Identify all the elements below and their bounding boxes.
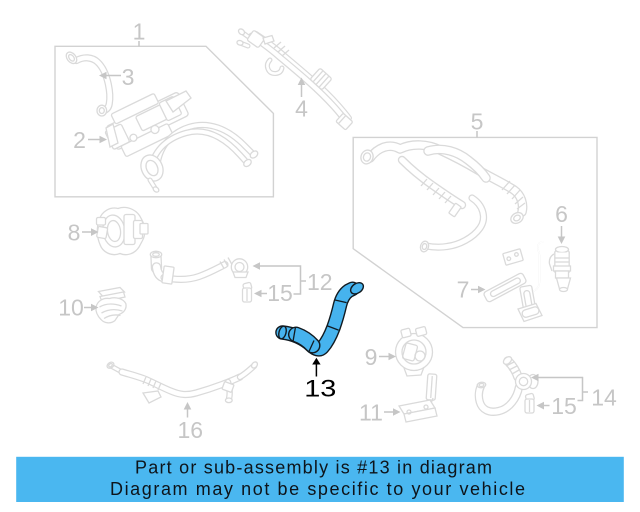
svg-text:14: 14 (591, 385, 617, 411)
svg-text:9: 9 (365, 344, 378, 370)
svg-text:Diagram may not be specific to: Diagram may not be specific to your vehi… (110, 479, 525, 499)
svg-text:1: 1 (133, 19, 146, 45)
svg-text:3: 3 (122, 64, 135, 90)
svg-text:11: 11 (359, 400, 383, 426)
svg-text:6: 6 (555, 201, 568, 227)
svg-text:4: 4 (295, 96, 308, 122)
svg-text:Part or sub-assembly is #13 in: Part or sub-assembly is #13 in diagram (135, 458, 492, 478)
svg-text:12: 12 (307, 269, 333, 295)
svg-text:15: 15 (267, 280, 293, 306)
svg-text:7: 7 (457, 277, 470, 303)
svg-text:2: 2 (73, 127, 86, 153)
svg-text:8: 8 (68, 220, 81, 246)
svg-text:15: 15 (551, 393, 577, 419)
svg-text:13: 13 (304, 375, 336, 402)
svg-text:16: 16 (178, 417, 204, 443)
svg-text:5: 5 (471, 109, 484, 135)
svg-text:10: 10 (58, 295, 84, 321)
